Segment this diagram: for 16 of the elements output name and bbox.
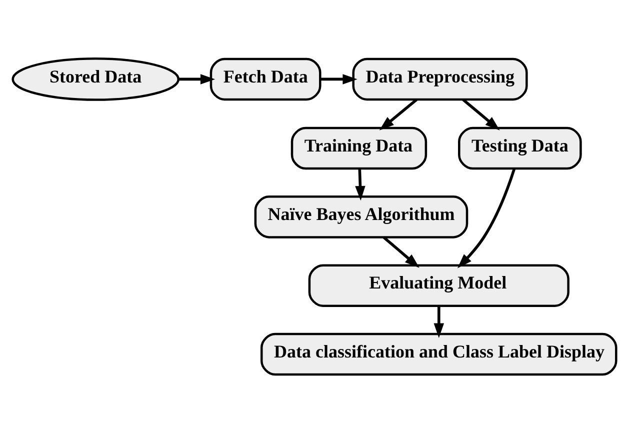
- node-box: Data classification and Class Label Display: [260, 332, 618, 376]
- node-box: Evaluating Model: [308, 264, 570, 307]
- node-box: Data Preprocessing: [352, 58, 528, 101]
- arrow: [379, 98, 418, 130]
- node-box: Naïve Bayes Algorithum: [254, 196, 468, 238]
- arrow: [434, 306, 444, 338]
- arrow: [320, 74, 358, 84]
- node-box: Fetch Data: [210, 58, 322, 101]
- arrow: [457, 168, 516, 268]
- arrow: [462, 98, 500, 130]
- arrow: [355, 168, 366, 201]
- node-box: Testing Data: [458, 126, 582, 170]
- node-ellipse: Stored Data: [12, 58, 180, 101]
- node-box: Training Data: [290, 126, 428, 170]
- arrow: [178, 74, 216, 84]
- arrow: [382, 236, 420, 268]
